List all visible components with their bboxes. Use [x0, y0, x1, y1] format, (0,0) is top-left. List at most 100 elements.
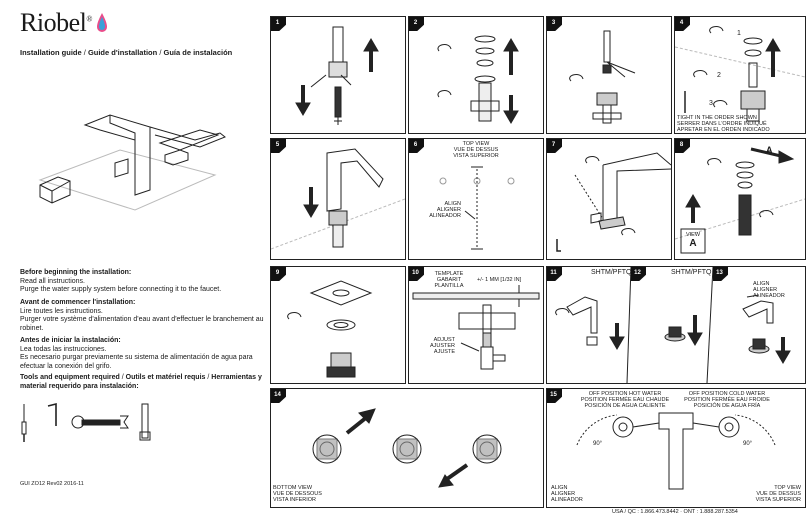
view-arrow-letter: A — [766, 145, 773, 155]
label-line: POSITION FERMÉE EAU CHAUDE — [580, 397, 670, 403]
section-line: Purge the water supply system before con… — [20, 286, 222, 294]
label-line: ADJUST — [433, 337, 455, 343]
top-view-label: TOP VIEW VUE DE DESSUS VISTA SUPERIOR — [451, 141, 501, 159]
label-line: ALIGN — [551, 485, 568, 491]
section-line: Es necesario purgar previamente su siste… — [20, 354, 253, 370]
step-number: 9 — [271, 267, 286, 281]
brand-logo: Riobel® — [20, 8, 92, 38]
label-line: OFF POSITION HOT WATER — [588, 391, 662, 397]
section-antes-instalacion: Antes de iniciar la instalación: Lea tod… — [20, 337, 270, 371]
label-line: POSICIÓN DE AGUA CALIENTE — [584, 403, 666, 409]
title-separator: / — [205, 374, 212, 381]
section-heading: Before beginning the installation: — [20, 269, 132, 276]
step-number: 10 — [409, 267, 424, 281]
step-panel-14: 14 BOTTOM VIEW VUE DE DESSOUS VISTA INFE… — [270, 388, 544, 508]
label-line: BOTTOM VIEW — [273, 485, 313, 491]
label-line: TOP VIEW — [774, 485, 801, 491]
rotation-angle-right: 90° — [743, 441, 753, 447]
label-line: ALIGNER — [436, 207, 461, 213]
section-avant-installation: Avant de commencer l'installation: Lire … — [20, 299, 270, 333]
step-number: 13 — [713, 267, 728, 281]
section-line: Read all instructions. — [20, 277, 85, 285]
section-heading: Avant de commencer l'installation: — [20, 299, 136, 306]
document-code: GUI ZO12 Rev02 2016-11 — [20, 481, 84, 487]
align-label: ALIGN ALIGNER ALINEADOR — [551, 485, 583, 503]
tools-heading: Tools and equipment required / Outils et… — [20, 374, 270, 391]
label-line: VISTA SUPERIOR — [755, 497, 801, 503]
step-panel-9: 9 — [270, 266, 406, 384]
tools-heading-es: Herramientas y material requerido para i… — [20, 374, 262, 390]
label-line: A — [689, 238, 697, 249]
top-view-label: TOP VIEW VUE DE DESSUS VISTA SUPERIOR — [735, 485, 801, 503]
step-panel-1: 1 — [270, 16, 406, 134]
section-line: Lire toutes les instructions. — [20, 307, 103, 315]
guide-title-fr: Guide d'installation — [87, 48, 158, 57]
label-line: GABARIT — [436, 277, 462, 283]
order-number-2: 2 — [717, 72, 721, 79]
registered-mark: ® — [86, 14, 92, 24]
template-label: TEMPLATE GABARIT PLANTILLA — [429, 271, 469, 289]
step-panel-15: 15 OFF POSITION HOT WATER POSITION FERMÉ… — [546, 388, 806, 508]
label-line: TOP VIEW — [462, 141, 490, 147]
label-line: ALINEADOR — [753, 293, 785, 299]
title-separator: / — [119, 374, 126, 381]
tools-illustration — [21, 402, 151, 442]
order-number-3: 3 — [709, 100, 713, 107]
step-panel-8: 8 A VIEW A — [674, 138, 806, 260]
model-tag: SHTM/PFTQ — [591, 269, 632, 276]
label-line: POSICIÓN DE AGUA FRÍA — [693, 403, 761, 409]
note-line: SERRER DANS L'ORDRE INDIQUÉ — [677, 120, 767, 127]
label-line: VUE DE DESSUS — [756, 491, 801, 497]
label-line: VISTA SUPERIOR — [453, 153, 499, 159]
align-label: ALIGN ALIGNER ALINEADOR — [753, 281, 785, 299]
step-number: 6 — [409, 139, 424, 153]
step-panel-4: 4 1 2 3 TIGHT IN THE ORDER SHOWN SERRER … — [674, 16, 806, 134]
section-line: Purger votre système d'alimentation d'ea… — [20, 316, 264, 332]
guide-title-es: Guía de instalación — [163, 48, 233, 57]
step-panel-7: 7 — [546, 138, 672, 260]
rotation-angle-left: 90° — [593, 441, 603, 447]
section-before-install: Before beginning the installation: Read … — [20, 269, 270, 295]
brand-drop-icon — [97, 13, 107, 32]
label-line: ALIGN — [444, 201, 461, 207]
order-number-1: 1 — [737, 30, 741, 37]
cartridge-tool-icon — [139, 403, 151, 441]
note-line: APRETAR EN EL ORDEN INDICADO — [677, 126, 770, 133]
label-line: ALIGN — [753, 281, 770, 287]
label-line: ALINEADOR — [429, 213, 461, 219]
step-panel-2: 2 — [408, 16, 544, 134]
step-number: 2 — [409, 17, 424, 31]
hot-off-position-label: OFF POSITION HOT WATER POSITION FERMÉE E… — [575, 391, 675, 409]
label-line: VIEW — [685, 232, 701, 238]
label-line: VUE DE DESSOUS — [273, 491, 322, 497]
screwdriver-icon — [21, 404, 27, 442]
label-line: ALIGNER — [753, 287, 778, 293]
tools-heading-en: Tools and equipment required — [20, 374, 120, 381]
hex-key-icon — [47, 402, 57, 426]
note-line: TIGHT IN THE ORDER SHOWN — [677, 115, 757, 121]
step-number: 4 — [675, 17, 690, 31]
guide-title-en: Installation guide — [20, 48, 82, 57]
label-line: AJUSTER — [429, 343, 455, 349]
guide-title: Installation guide / Guide d'installatio… — [20, 48, 232, 57]
label-line: OFF POSITION COLD WATER — [688, 391, 766, 397]
label-line: TEMPLATE — [434, 271, 464, 277]
label-line: VISTA INFERIOR — [273, 497, 316, 503]
step-number: 7 — [547, 139, 562, 153]
step-number: 3 — [547, 17, 562, 31]
bottom-view-label: BOTTOM VIEW VUE DE DESSOUS VISTA INFERIO… — [273, 485, 322, 503]
contact-phones: USA / QC : 1.866.473.8442 · ONT : 1.888.… — [612, 509, 738, 515]
faucet-illustration — [38, 114, 226, 211]
label-line: AJUSTE — [433, 349, 455, 355]
title-separator: / — [157, 48, 164, 57]
label-line: ALINEADOR — [551, 497, 583, 503]
label-line: POSITION FERMÉE EAU FROIDE — [684, 397, 770, 403]
tolerance-dimension: +/- 1 mm [1/32 in] — [477, 277, 522, 283]
title-separator: / — [81, 48, 88, 57]
align-label: ALIGN ALIGNER ALINEADOR — [425, 201, 461, 219]
step-panel-5: 5 — [270, 138, 406, 260]
label-line: VUE DE DESSUS — [453, 147, 499, 153]
view-a-label: VIEW A — [681, 232, 705, 249]
section-heading: Antes de iniciar la instalación: — [20, 337, 121, 344]
step-panel-6: 6 TOP VIEW VUE DE DESSUS VISTA SUPERIOR … — [408, 138, 544, 260]
